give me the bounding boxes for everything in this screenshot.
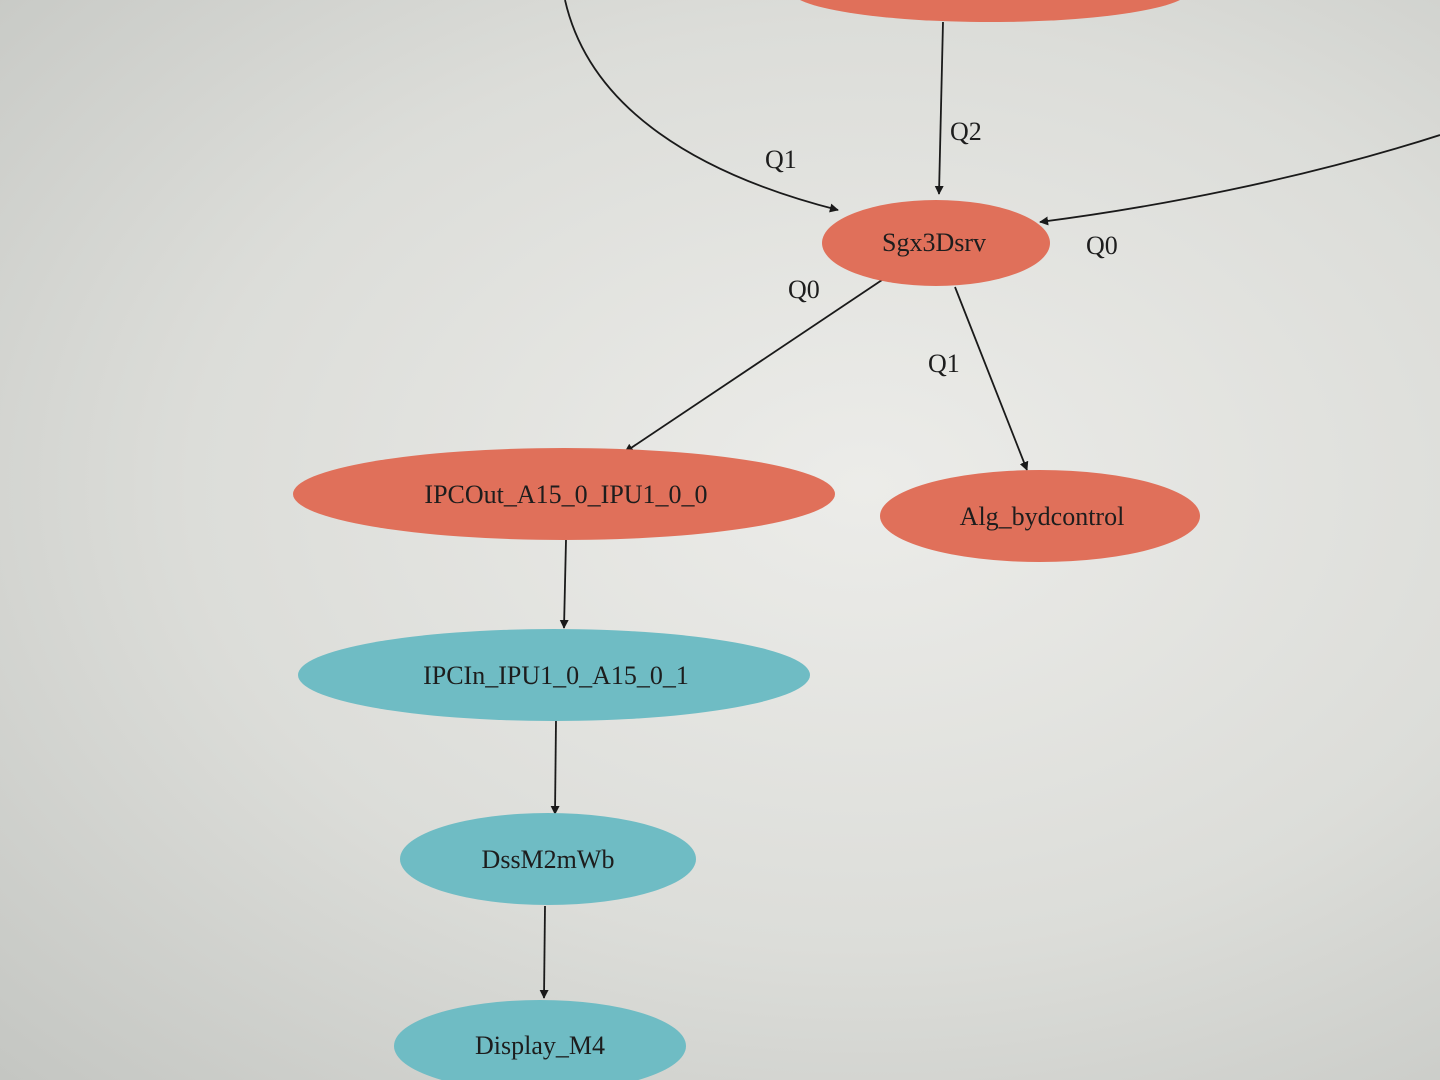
node-dssm2mwb[interactable]: DssM2mWb [400,813,696,905]
edge-sgx-to-ipcout [624,279,883,453]
node-ipcin-label: IPCIn_IPU1_0_A15_0_1 [423,661,689,690]
edge-left-to-sgx [564,0,839,213]
node-dss-shape [400,813,696,905]
edge-ipcout-to-ipcin [559,539,569,629]
node-ipcout[interactable]: IPCOut_A15_0_IPU1_0_0 [293,448,835,540]
edge-label-q1-left: Q1 [765,145,797,174]
edge-top-to-sgx [934,21,944,195]
node-ipcin[interactable]: IPCIn_IPU1_0_A15_0_1 [298,629,810,721]
node-display-shape [394,1000,686,1080]
edge-label-q0-ipcout: Q0 [788,275,820,304]
edge-ipcin-to-dss [550,719,560,815]
node-display-m4[interactable]: Display_M4 [394,1000,686,1080]
edge-label-q0-right: Q0 [1086,231,1118,260]
node-top-shape [800,0,1180,22]
node-display-label: Display_M4 [475,1031,605,1060]
node-ipcout-label: IPCOut_A15_0_IPU1_0_0 [424,480,707,509]
edge-sgx-to-alg [954,286,1029,471]
node-alg-label: Alg_bydcontrol [960,502,1125,531]
node-sgx3dsrv[interactable]: Sgx3Dsrv [822,200,1050,286]
node-ipcin-shape [298,629,810,721]
edge-dss-to-display [539,905,549,999]
node-dss-label: DssM2mWb [482,845,615,874]
node-sgx3dsrv-shape [822,200,1050,286]
edge-label-q2: Q2 [950,117,982,146]
node-ipcout-shape [293,448,835,540]
node-alg-bydcontrol[interactable]: Alg_bydcontrol [880,470,1200,562]
edge-right-to-sgx [1039,134,1440,226]
edge-label-q1-alg: Q1 [928,349,960,378]
node-alg-shape [880,470,1200,562]
node-sgx3dsrv-label: Sgx3Dsrv [882,228,986,257]
node-top[interactable] [790,0,1190,22]
